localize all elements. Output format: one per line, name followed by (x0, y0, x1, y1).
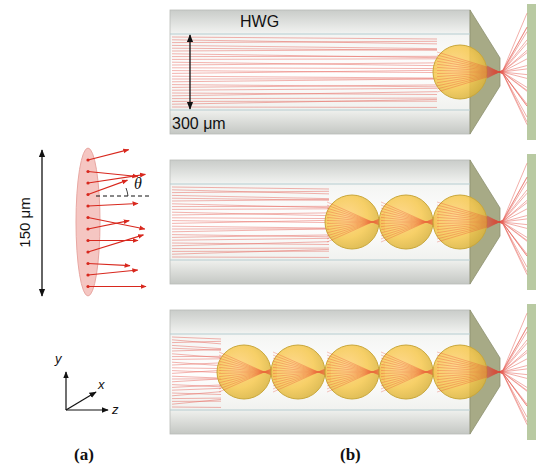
axis-label: z (112, 403, 119, 416)
dimension-arrow (189, 35, 190, 109)
source (42, 148, 150, 296)
panel-label: (a) (74, 446, 94, 463)
hollow-waveguide (170, 160, 470, 284)
target-plate (527, 154, 536, 290)
axis-label: x (98, 378, 105, 391)
dimension-label: 150 μm (17, 197, 32, 247)
microsphere (325, 345, 379, 399)
target-plate (527, 4, 536, 140)
microsphere (325, 195, 379, 249)
panel-label: (b) (340, 446, 361, 463)
microsphere (217, 345, 271, 399)
target-plate (527, 304, 536, 440)
dimension-label: 300 μm (172, 116, 226, 132)
microsphere (433, 195, 487, 249)
hollow-waveguide (170, 310, 470, 434)
angle-symbol: θ (134, 176, 142, 192)
microsphere (271, 345, 325, 399)
microsphere (379, 195, 433, 249)
waveguide-label: HWG (240, 14, 279, 30)
axes (66, 372, 108, 410)
waveguide-row (170, 304, 536, 440)
microsphere (379, 345, 433, 399)
waveguide-row (170, 154, 536, 290)
hollow-waveguide (170, 10, 470, 134)
microsphere (433, 345, 487, 399)
microsphere (433, 45, 487, 99)
axis-label: y (55, 352, 62, 365)
waveguide-row (170, 4, 536, 140)
